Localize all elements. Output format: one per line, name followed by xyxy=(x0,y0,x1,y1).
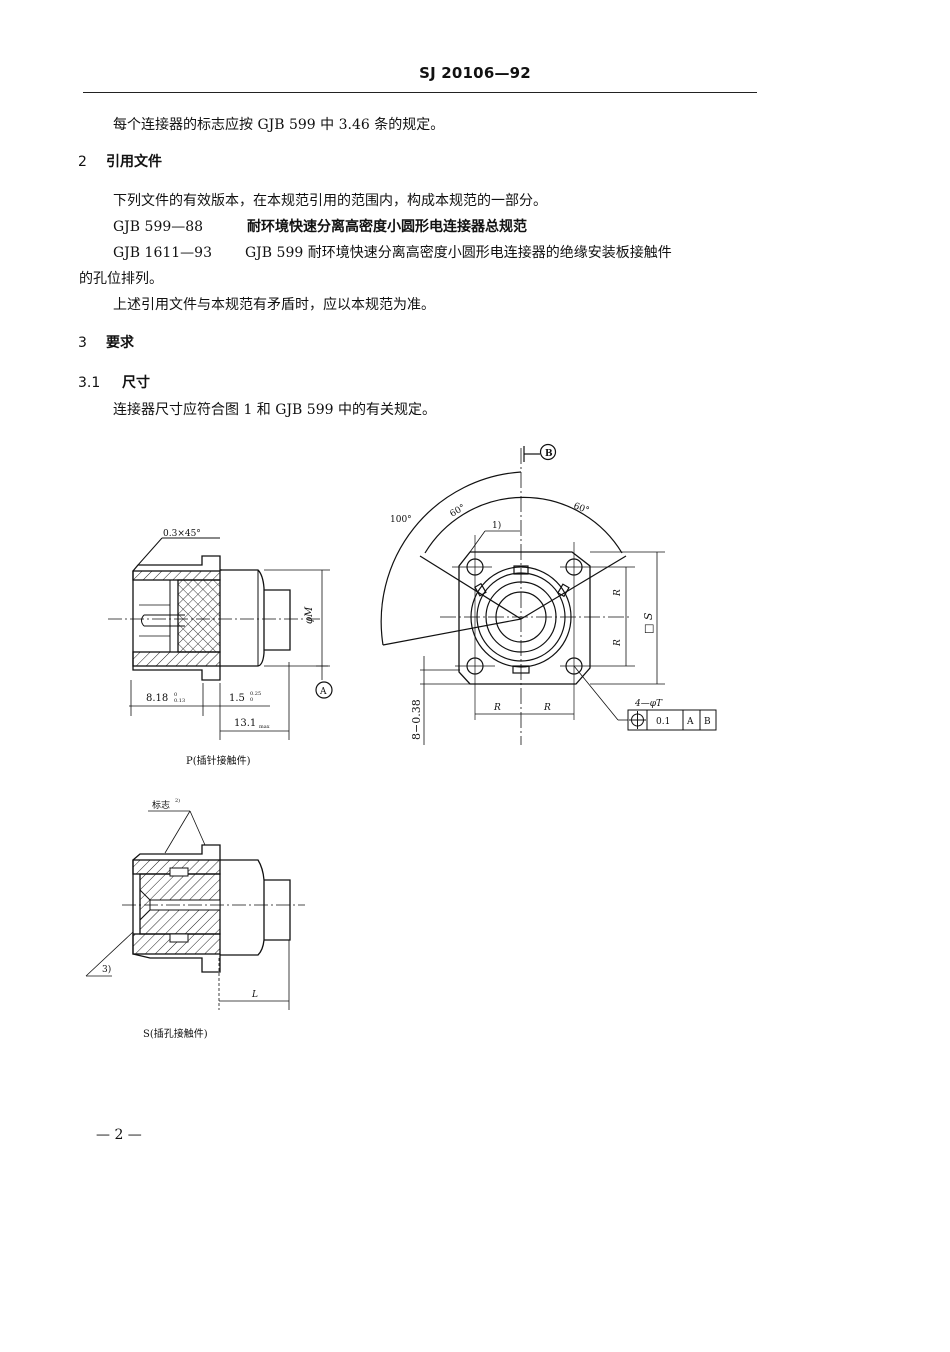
reference-row: GJB 1611—93 GJB 599 耐环境快速分离高密度小圆形电连接器的绝缘安… xyxy=(113,242,672,262)
dim-R-vertical-2: R xyxy=(613,639,623,647)
angle-60-right: 60° xyxy=(572,501,590,516)
dim-8-18: 8.18 xyxy=(146,693,168,704)
dim-13-1: 13.1 xyxy=(234,718,256,729)
note-3: 3) xyxy=(102,964,111,975)
header-rule xyxy=(83,92,757,93)
tolerance-value: 0.1 xyxy=(656,717,670,727)
section-number: 3 xyxy=(78,335,87,351)
dim-8-0-38: 8−0.38 xyxy=(410,699,423,740)
reference-title: 耐环境快速分离高密度小圆形电连接器总规范 xyxy=(247,219,527,235)
section-2-paragraph: 下列文件的有效版本，在本规范引用的范围内，构成本规范的一部分。 xyxy=(113,193,547,209)
reference-code: GJB 599—88 xyxy=(113,219,204,235)
socket-contact-side-view xyxy=(85,810,305,1010)
section-3-1-paragraph: 连接器尺寸应符合图 1 和 GJB 599 中的有关规定。 xyxy=(113,402,436,418)
chamfer-label: 0.3×45° xyxy=(163,529,201,539)
section-title: 引用文件 xyxy=(106,154,162,170)
document-number: SJ 20106—92 xyxy=(419,64,531,82)
dim-R-vertical-1: R xyxy=(613,589,623,597)
pin-contact-side-view xyxy=(108,537,333,740)
dim-phiM: φM xyxy=(304,606,315,624)
dim-1-5-tol-upper: 0.25 xyxy=(250,691,261,697)
mark-note: 2) xyxy=(175,797,180,804)
intro-line: 每个连接器的标志应按 GJB 599 中 3.46 条的规定。 xyxy=(113,117,445,133)
dim-R-horizontal-1: R xyxy=(493,703,501,713)
dim-1-5: 1.5 xyxy=(229,693,245,704)
reference-code: GJB 1611—93 xyxy=(113,245,212,261)
note-1: 1) xyxy=(492,520,501,531)
dim-R-horizontal-2: R xyxy=(543,703,551,713)
section-2-closing: 上述引用文件与本规范有矛盾时，应以本规范为准。 xyxy=(113,297,435,313)
datum-A: A xyxy=(319,687,327,697)
angle-60-left: 60° xyxy=(449,503,468,520)
dim-S: □ S xyxy=(642,612,655,634)
reference-title-continuation: 的孔位排列。 xyxy=(79,271,163,287)
dim-8-18-tol-upper: 0 xyxy=(174,692,177,698)
section-title: 要求 xyxy=(106,335,134,351)
section-number: 2 xyxy=(78,154,87,170)
reference-row: GJB 599—88 耐环境快速分离高密度小圆形电连接器总规范 xyxy=(113,216,527,236)
dim-13-1-sub: max xyxy=(259,724,270,730)
dim-1-5-tol-lower: 0 xyxy=(250,697,253,703)
tolerance-datum-B: B xyxy=(704,717,711,727)
section-title: 尺寸 xyxy=(122,375,150,391)
section-3-heading: 3 要求 xyxy=(78,332,134,352)
page-number: — 2 — xyxy=(96,1127,142,1143)
dim-L: L xyxy=(251,990,258,1000)
dim-8-18-tol-lower: 0.13 xyxy=(174,698,185,704)
mark-label: 标志 xyxy=(152,799,170,811)
pin-contact-caption: P(插针接触件) xyxy=(186,756,251,767)
angle-100: 100° xyxy=(390,515,412,525)
section-3-1-heading: 3.1 尺寸 xyxy=(78,372,150,392)
holes-label: 4—φT xyxy=(634,699,663,709)
section-2-heading: 2 引用文件 xyxy=(78,151,162,171)
section-number: 3.1 xyxy=(78,375,101,391)
datum-B: B xyxy=(545,449,553,459)
socket-contact-caption: S(插孔接触件) xyxy=(143,1029,208,1040)
tolerance-datum-A: A xyxy=(686,717,694,727)
connector-front-view xyxy=(380,443,717,745)
reference-title: GJB 599 耐环境快速分离高密度小圆形电连接器的绝缘安装板接触件 xyxy=(245,245,672,261)
